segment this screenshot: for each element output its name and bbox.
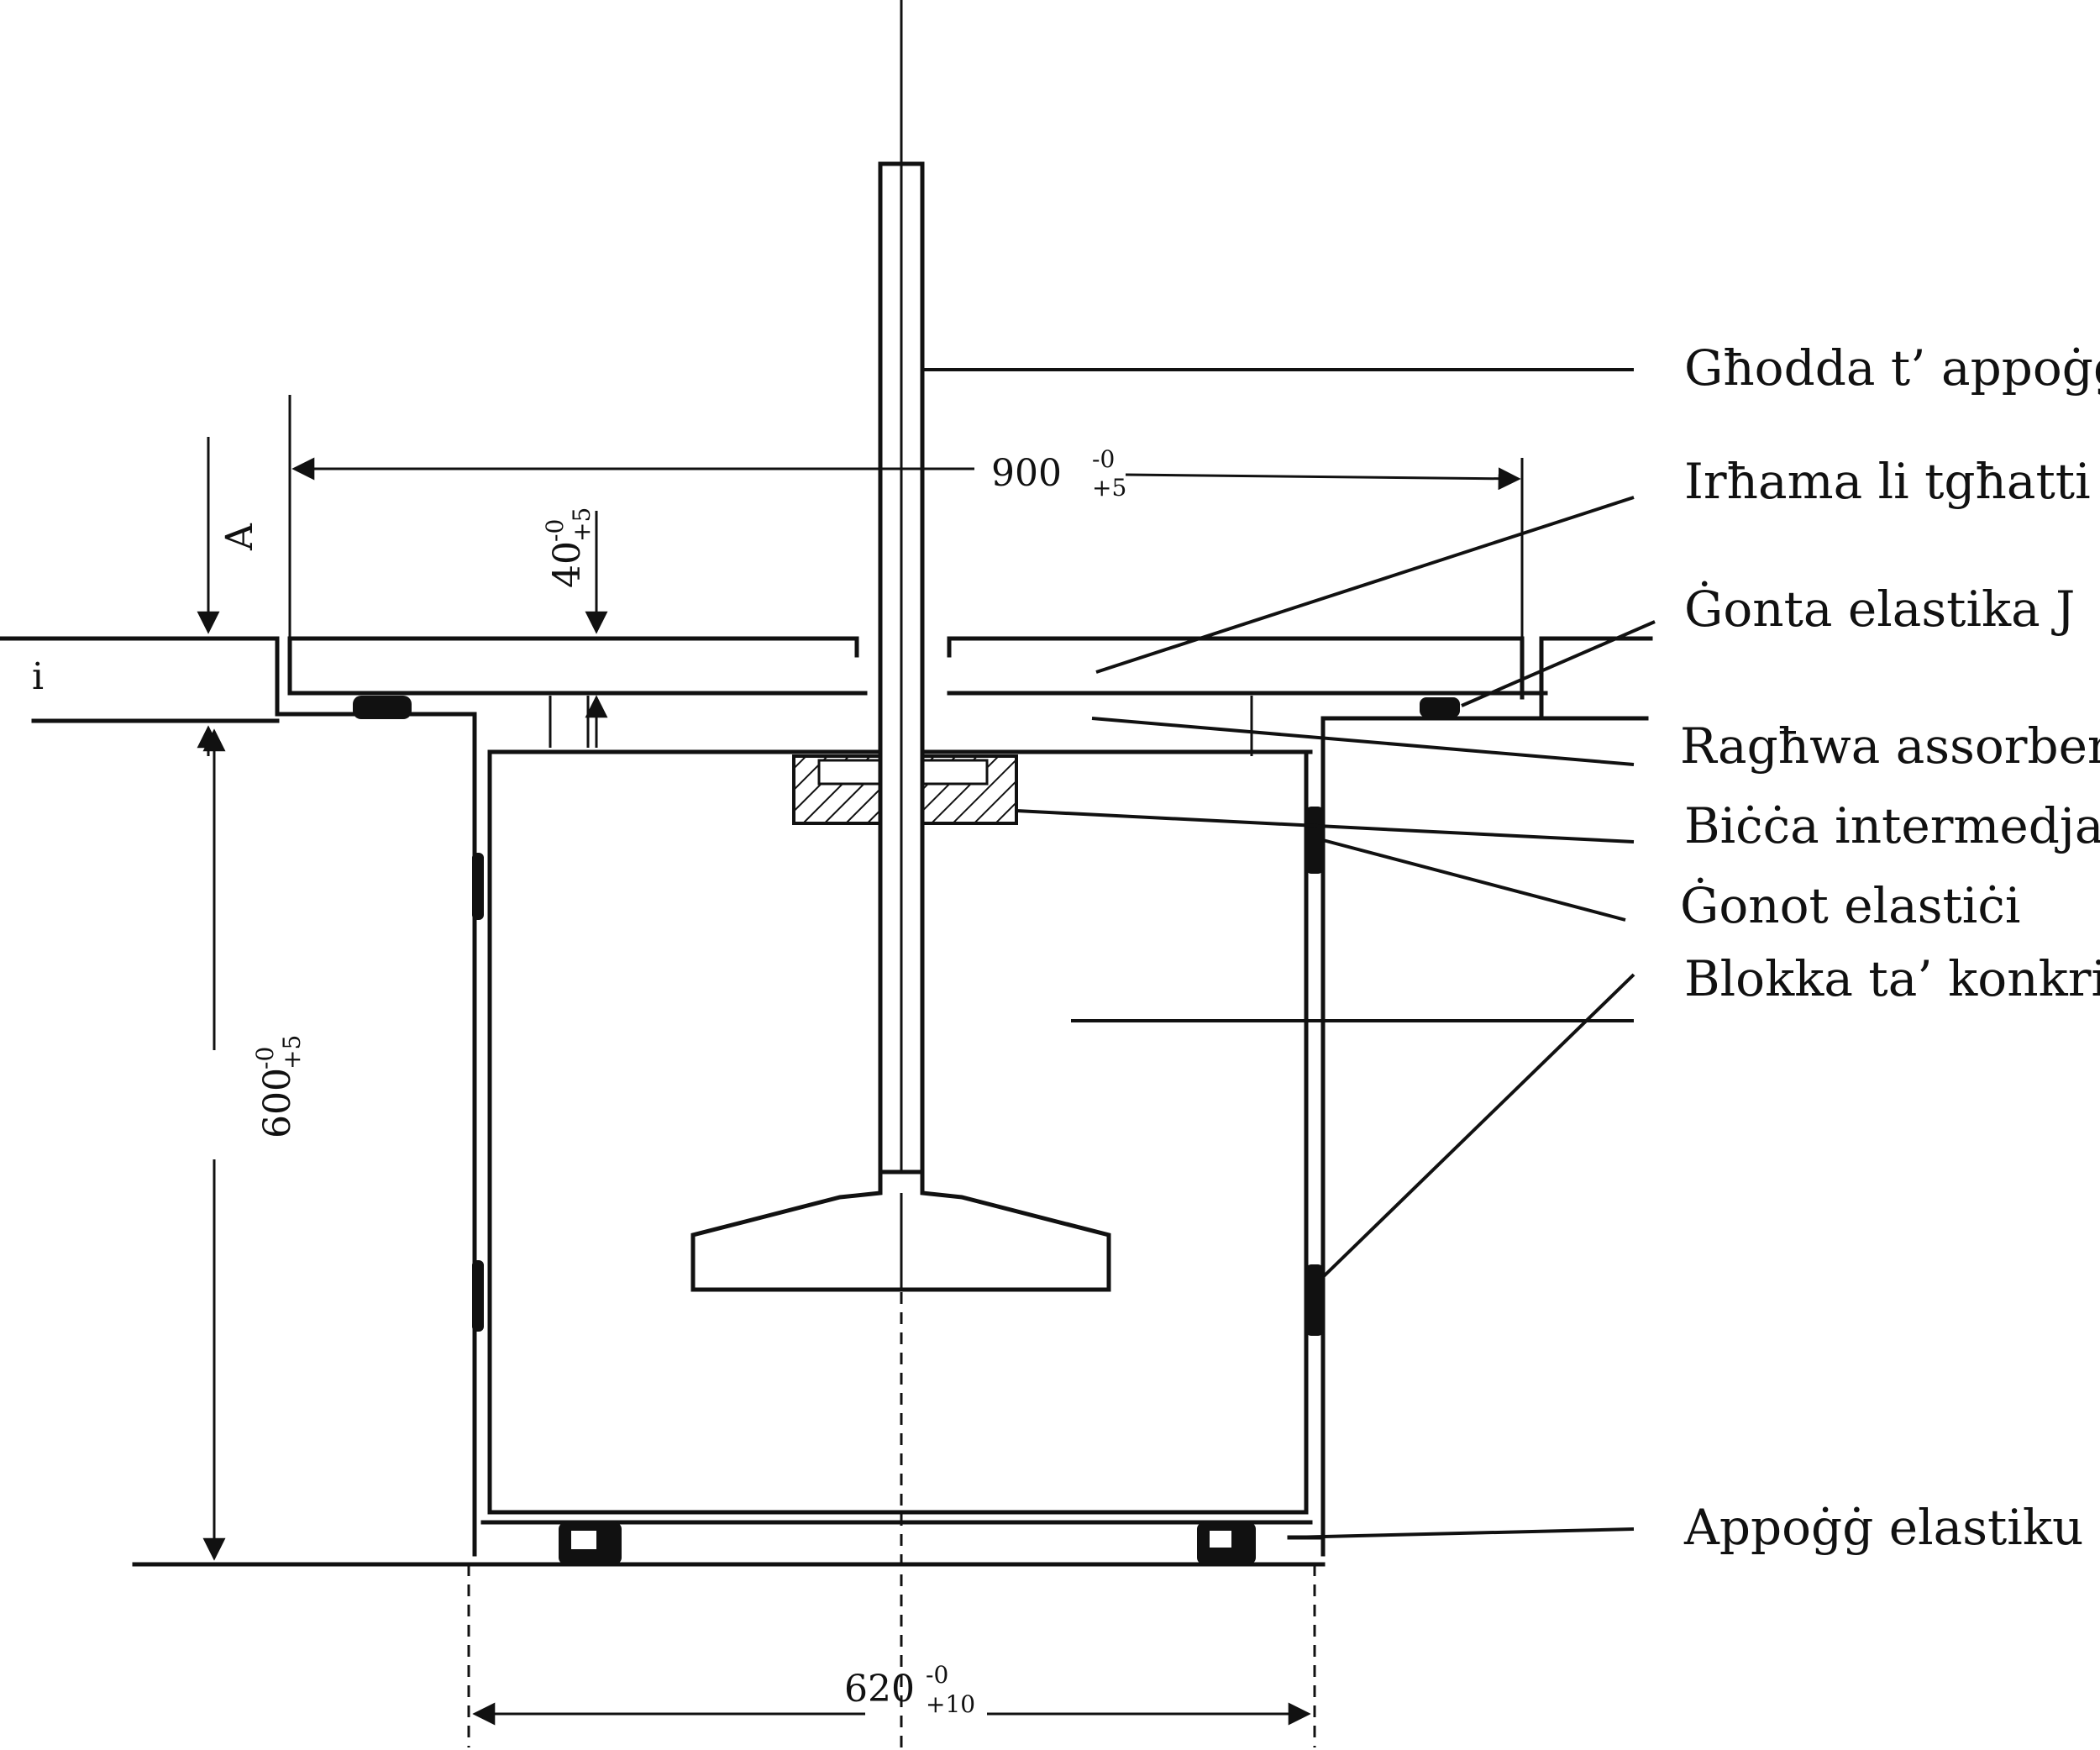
label-concrete-block: Blokka ta’ konkri (1684, 950, 2100, 1007)
marker-a-label: A (218, 523, 261, 551)
label-tool-support: Għodda t’ appoġġ (1684, 339, 2100, 397)
dimension-900-value: 900 (991, 452, 1062, 495)
dimension-620: 620 -0 +10 (467, 1564, 1316, 1747)
label-intermediate-piece: Biċċa intermedjarja (1684, 797, 2100, 854)
elastic-joint-pad-right (1420, 697, 1460, 717)
dimension-900-upper: -0 (1092, 445, 1115, 473)
dimension-900-lower: +5 (1092, 474, 1126, 502)
support-tool (690, 161, 1111, 1292)
label-elastic-joints: Ġonot elastiċi (1680, 877, 2020, 934)
dimension-600: 600 -0 +5 (202, 728, 306, 1561)
dimension-600-value: 600 (256, 1068, 299, 1138)
dimension-600-lower: +5 (278, 1035, 306, 1069)
dimension-600-upper: -0 (251, 1047, 279, 1069)
dimension-620-upper: -0 (926, 1661, 948, 1689)
label-elastic-support: Appoġġ elastiku (1683, 1499, 2083, 1556)
dimension-40-value: 40 (546, 541, 589, 588)
dimension-620-lower: +10 (926, 1690, 975, 1718)
label-absorbent-foam: Ragħwa assorbenti (1680, 717, 2100, 775)
label-elastic-joint-j: Ġonta elastika J (1684, 581, 2075, 638)
side-elastic-joints (472, 807, 1323, 1336)
elastic-support-pads (559, 1522, 1256, 1564)
leader-lines (922, 368, 1656, 1539)
dimension-40-upper: -0 (541, 519, 569, 542)
dimension-40-lower: +5 (568, 507, 596, 542)
floor-slab-right (1539, 636, 1653, 717)
top-cover-slab (287, 636, 1548, 700)
dimension-40: 40 -0 +5 (541, 507, 608, 748)
elastic-joint-pad-left (353, 696, 412, 719)
label-top-cover: Irħama li tgħatti (1684, 453, 2091, 510)
callout-labels: Għodda t’ appoġġ Irħama li tgħatti Ġonta… (1680, 339, 2100, 1556)
dimension-900: 900 -0 +5 (288, 395, 1524, 647)
marker-a: A i (32, 437, 261, 756)
dimension-620-value: 620 (844, 1668, 915, 1711)
marker-i-label: i (32, 655, 44, 698)
floor-slab-left (0, 636, 280, 723)
